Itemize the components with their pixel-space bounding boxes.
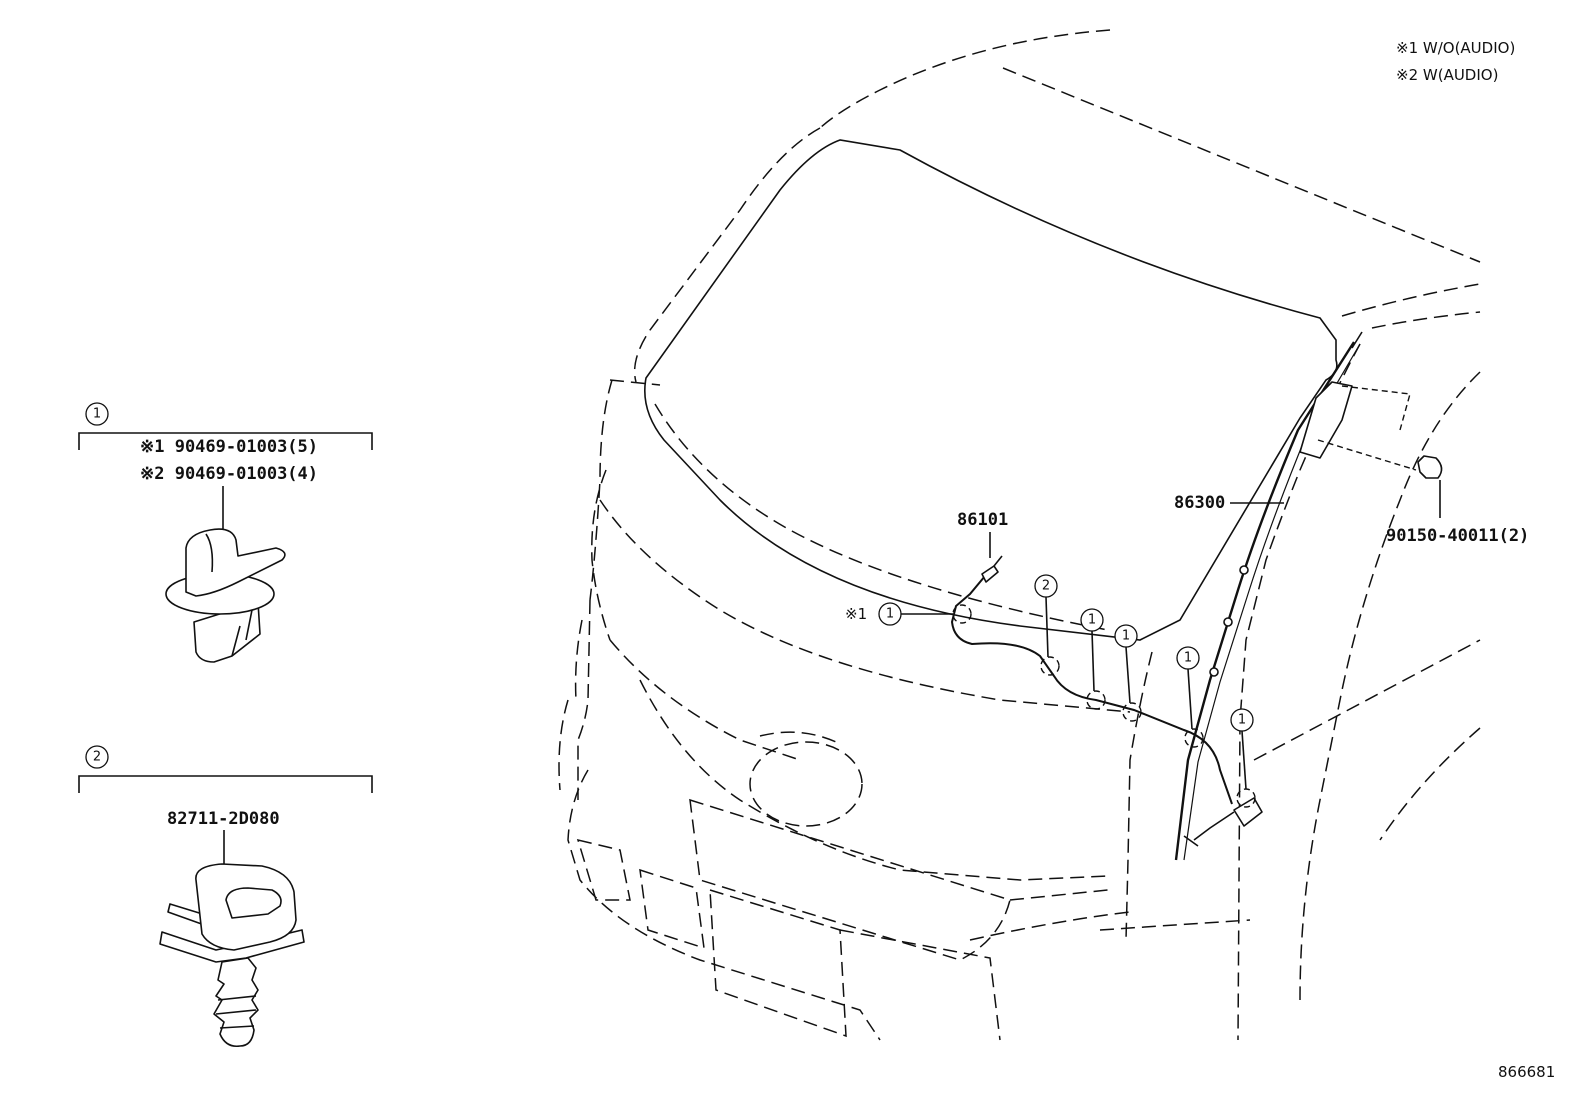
detail-1-clip: 1 ※1 90469-01003(5) ※2 90469-01003(4) [78, 402, 373, 663]
part-86101-label: 86101 [957, 510, 1008, 530]
tail-lamp-left [576, 838, 631, 901]
vehicle-outline [558, 29, 1481, 1041]
detail-1-part-line1: ※1 90469-01003(5) [140, 437, 318, 457]
antenna-assembly [1174, 331, 1443, 861]
detail-1-bracket [78, 432, 373, 450]
svg-text:1: 1 [886, 607, 894, 622]
svg-text:1: 1 [1088, 613, 1096, 628]
antenna-cable [950, 555, 1256, 808]
note-with-audio: ※2 W(AUDIO) [1396, 66, 1498, 84]
detail-2-callout [85, 745, 109, 769]
detail-1-callout [85, 402, 109, 426]
svg-text:2: 2 [1042, 579, 1050, 594]
clamp-pin-icon [213, 957, 259, 1048]
svg-text:1: 1 [1238, 713, 1246, 728]
clip-position-5 [1184, 728, 1204, 748]
screw-icon [1417, 455, 1443, 479]
note1-mark: ※1 [845, 605, 867, 623]
clip-body-icon [193, 601, 261, 663]
note-without-audio: ※1 W/O(AUDIO) [1396, 39, 1515, 57]
detail-2-callout-number: 2 [93, 750, 101, 765]
antenna-connector-icon [1233, 797, 1263, 827]
part-90150-label: 90150-40011(2) [1386, 526, 1529, 546]
detail-2-part-number: 82711-2D080 [167, 809, 280, 829]
svg-text:1: 1 [1184, 651, 1192, 666]
figure-id: 866681 [1498, 1063, 1555, 1081]
emblem-outline [749, 741, 863, 827]
license-area [709, 888, 847, 1038]
antenna-rod [1174, 341, 1356, 861]
clip-position-4 [1122, 702, 1142, 722]
detail-2-clamp: 2 82711-2D080 [78, 745, 373, 1048]
detail-1-callout-number: 1 [93, 407, 101, 422]
part-86300-label: 86300 [1174, 493, 1225, 513]
svg-text:1: 1 [1122, 629, 1130, 644]
antenna-base-icon [1299, 381, 1353, 459]
clip-position-3 [1086, 690, 1106, 710]
cable-connector-icon [981, 565, 999, 583]
rear-window-outline [644, 139, 1338, 641]
clip-position-1 [952, 604, 972, 624]
tail-lamp-center [639, 868, 705, 950]
detail-2-bracket [78, 775, 373, 793]
clip-position-2 [1040, 656, 1060, 676]
detail-1-part-line2: ※2 90469-01003(4) [140, 464, 318, 484]
